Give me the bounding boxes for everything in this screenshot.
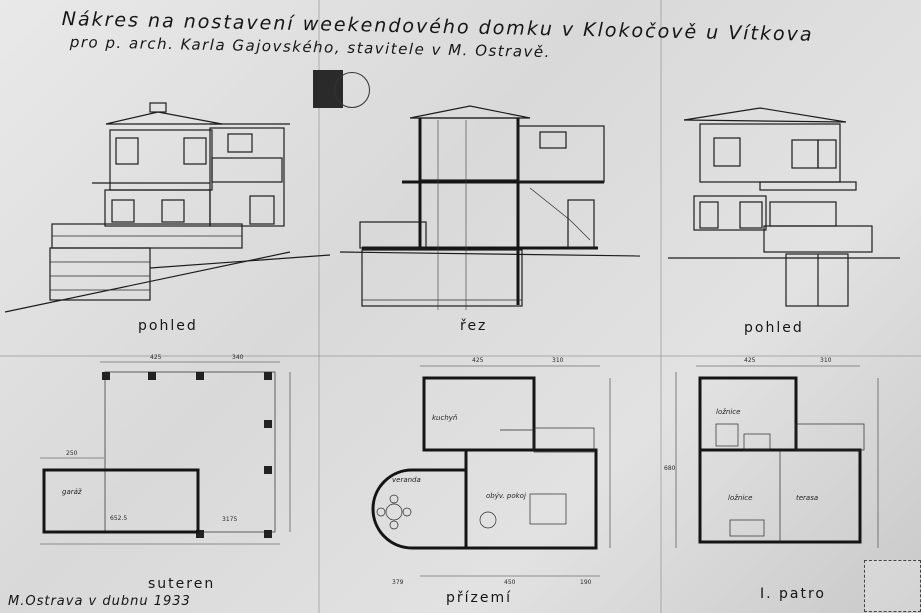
section-drawing	[339, 105, 641, 310]
fold-line	[660, 0, 662, 613]
left-elevation-drawing	[4, 102, 331, 313]
label-ground-floor: přízemí	[446, 590, 513, 606]
room-label-kitchen: kuchyň	[432, 414, 457, 422]
dim-ground-top-2: 310	[552, 357, 564, 364]
dim-basement-left: 250	[66, 450, 78, 457]
room-label-veranda: veranda	[392, 476, 421, 484]
first-floor-plan	[675, 365, 879, 548]
dim-first-top-1: 425	[744, 357, 756, 364]
dim-basement-top-1: 425	[150, 354, 162, 361]
firm-stamp	[864, 560, 921, 612]
dim-first-side: 680	[664, 465, 676, 472]
label-view-right: pohled	[744, 320, 804, 336]
label-first-floor: I. patro	[760, 586, 826, 602]
label-basement: suteren	[148, 576, 216, 592]
label-section: řez	[460, 318, 488, 334]
fold-line	[0, 355, 921, 357]
right-elevation-drawing	[668, 107, 900, 307]
dim-basement-bottom: 3175	[222, 516, 237, 523]
room-label-garage: garáž	[62, 488, 82, 496]
label-view-left: pohled	[138, 318, 198, 334]
dim-ground-bottom-3: 190	[580, 579, 592, 586]
room-label-living: obýv. pokoj	[486, 492, 526, 500]
date-signature: M.Ostrava v dubnu 1933	[8, 594, 191, 609]
dim-ground-bottom-2: 450	[504, 579, 516, 586]
fold-line	[318, 0, 320, 613]
basement-plan	[40, 361, 291, 545]
dim-garage-width: 652.5	[110, 515, 127, 522]
dim-first-top-2: 310	[820, 357, 832, 364]
room-label-terrace: terasa	[796, 494, 818, 502]
stamp-seal	[334, 72, 370, 108]
dim-ground-bottom-1: 379	[392, 579, 404, 586]
ground-floor-plan	[371, 365, 611, 577]
room-label-bedroom: ložnice	[728, 494, 752, 502]
dim-basement-top-2: 340	[232, 354, 244, 361]
room-label-bedroom-top: ložnice	[716, 408, 740, 416]
dim-ground-top-1: 425	[472, 357, 484, 364]
